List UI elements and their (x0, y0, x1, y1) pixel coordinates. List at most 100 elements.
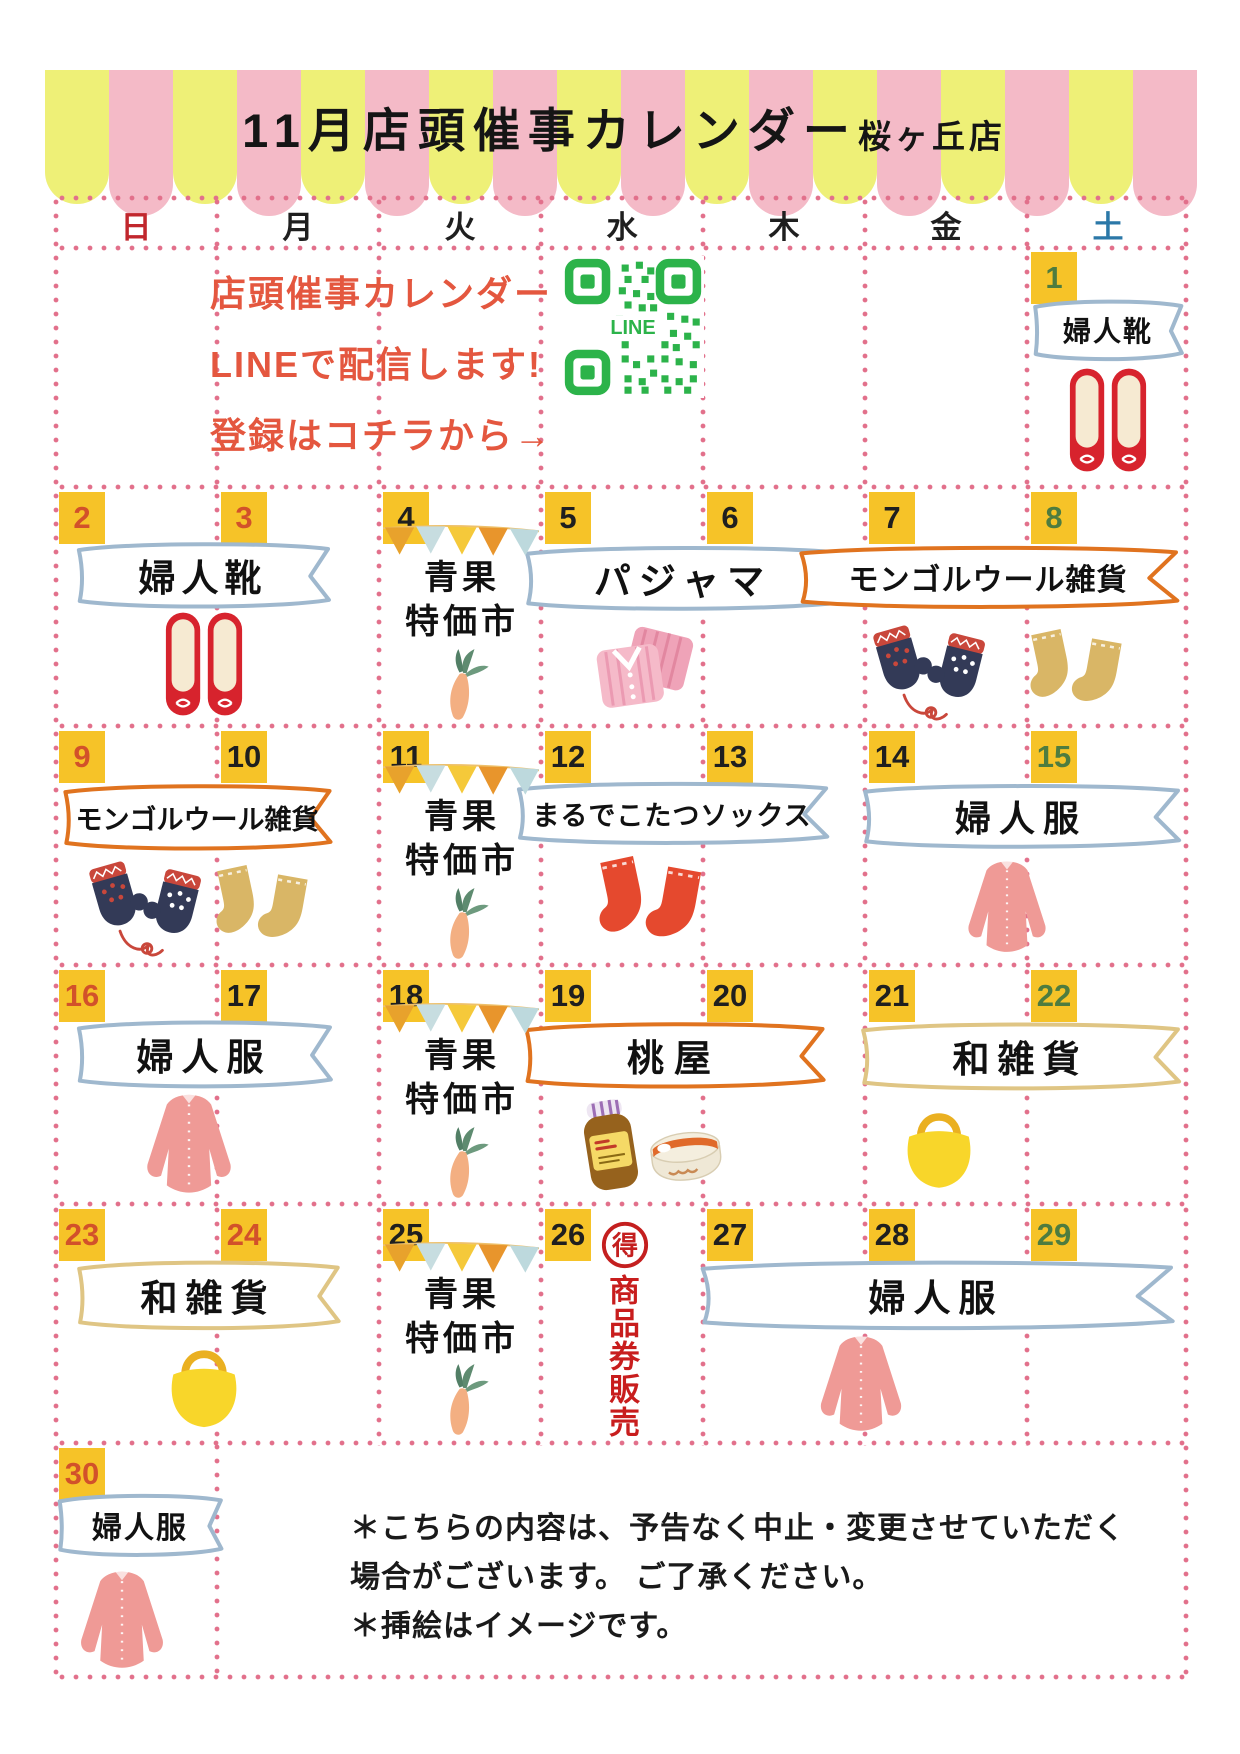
awning-stripe (749, 70, 813, 216)
date-square-9: 9 (59, 731, 105, 783)
mittens-icon (86, 860, 208, 960)
awning-stripe (237, 70, 301, 216)
weekday-thu: 木 (768, 210, 800, 245)
event-banner-shoes-2-3: 婦人靴 (70, 536, 336, 614)
event-label: 和雑貨 (140, 1278, 276, 1319)
date-square-27: 27 (707, 1209, 753, 1261)
event-label: 婦人靴 (138, 558, 268, 599)
event-label: まるでこたつソックス (532, 800, 812, 831)
bunting-icon (383, 522, 539, 558)
event-label: 婦人服 (136, 1037, 272, 1078)
awning-stripe (429, 70, 493, 204)
red-shoes-icon (164, 608, 244, 720)
grid-line (862, 195, 868, 1446)
awning-stripe (1133, 70, 1197, 216)
date-square-13: 13 (707, 731, 753, 783)
tote-bag-icon (158, 1328, 250, 1432)
event-banner-mongol-9-10: モンゴルウール雑貨 (56, 778, 338, 856)
event-banner-pajama: パジャマ (516, 540, 850, 616)
grid-line (376, 195, 382, 1446)
page-title: 11月店頭催事カレンダー (242, 104, 858, 157)
event-label-seika-4: 青果 特価市 (381, 556, 543, 644)
date-square-20: 20 (707, 970, 753, 1022)
awning-stripe (813, 70, 877, 204)
weekday-wed: 水 (606, 210, 638, 245)
carrot-icon (430, 885, 490, 963)
event-label-seika-18: 青果 特価市 (381, 1034, 543, 1122)
event-banner-shoes-1: 婦人靴 (1030, 294, 1186, 366)
date-square-23: 23 (59, 1209, 105, 1261)
tote-bag-icon (894, 1092, 984, 1192)
date-square-26: 26 (545, 1209, 591, 1261)
awning (45, 70, 1197, 216)
qr-line-label: LINE (610, 317, 655, 339)
bunting-icon (383, 1239, 539, 1275)
event-label: 婦人服 (868, 1278, 1004, 1319)
awning-stripe (941, 70, 1005, 204)
weekday-mon: 月 (282, 210, 314, 245)
toku-badge-icon: 得 (601, 1221, 649, 1269)
date-square-7: 7 (869, 492, 915, 544)
note-line: 場合がございます。 ご了承ください。 (350, 1561, 884, 1594)
line-qr-code-icon: LINE (562, 256, 704, 398)
red-socks-icon (590, 852, 706, 956)
date-square-17: 17 (221, 970, 267, 1022)
coupon-sale-vertical-text: 商品券販売 (604, 1274, 639, 1439)
weekday-tue: 火 (444, 210, 476, 245)
date-square-19: 19 (545, 970, 591, 1022)
event-label: 婦人服 (954, 798, 1087, 839)
event-label: 婦人靴 (1062, 316, 1153, 347)
event-banner-wazakka-21-22: 和雑貨 (852, 1016, 1188, 1096)
cardigan-icon (136, 1086, 242, 1200)
grid-line (55, 1440, 1189, 1446)
promo-line: LINEで配信します! (210, 344, 542, 385)
momoya-jar-icon (576, 1098, 642, 1194)
event-label: 和雑貨 (952, 1039, 1088, 1080)
event-banner-kotatsu-socks: まるでこたつソックス (508, 776, 836, 850)
grid-line (214, 1440, 220, 1678)
carrot-icon (430, 646, 490, 724)
event-label: モンゴルウール雑貨 (848, 564, 1128, 597)
momoya-can-icon (644, 1124, 728, 1186)
weekday-fri: 金 (930, 210, 962, 245)
event-label-line: 青果 (424, 559, 500, 597)
date-square-8: 8 (1031, 492, 1077, 544)
date-square-5: 5 (545, 492, 591, 544)
event-banner-mongol-7-8: モンゴルウール雑貨 (788, 540, 1188, 614)
awning-stripe (365, 70, 429, 216)
grid-line (55, 1674, 1189, 1680)
grid-line (55, 723, 1189, 729)
date-square-29: 29 (1031, 1209, 1077, 1261)
event-banner-fujinfuku-14-15: 婦人服 (854, 778, 1188, 854)
event-label-line: 特価市 (405, 1320, 519, 1358)
awning-stripe (557, 70, 621, 204)
grid-line (55, 245, 1189, 251)
toku-character: 得 (611, 1231, 638, 1261)
event-label-seika-25: 青果 特価市 (381, 1273, 543, 1361)
bunting-icon (383, 1000, 539, 1036)
date-square-16: 16 (59, 970, 105, 1022)
event-label-line: 特価市 (405, 603, 519, 641)
promo-line: 店頭催事カレンダー (210, 273, 553, 314)
date-square-1: 1 (1031, 252, 1077, 304)
date-square-22: 22 (1031, 970, 1077, 1022)
wool-socks-icon (1022, 626, 1126, 718)
awning-stripe (301, 70, 365, 204)
event-label: 婦人服 (92, 1512, 188, 1545)
grid-line (55, 195, 1189, 201)
carrot-icon (430, 1124, 490, 1202)
date-square-15: 15 (1031, 731, 1077, 783)
awning-stripe (1069, 70, 1133, 204)
wool-socks-icon (208, 862, 312, 954)
awning-stripe (45, 70, 109, 204)
date-square-10: 10 (221, 731, 267, 783)
mittens-icon (870, 624, 992, 724)
red-shoes-icon (1068, 364, 1148, 476)
grid-line (53, 195, 59, 1680)
event-label-line: 特価市 (405, 1081, 519, 1119)
date-square-28: 28 (869, 1209, 915, 1261)
date-square-3: 3 (221, 492, 267, 544)
event-label: 桃屋 (627, 1038, 721, 1079)
event-label-seika-11: 青果 特価市 (381, 795, 543, 883)
